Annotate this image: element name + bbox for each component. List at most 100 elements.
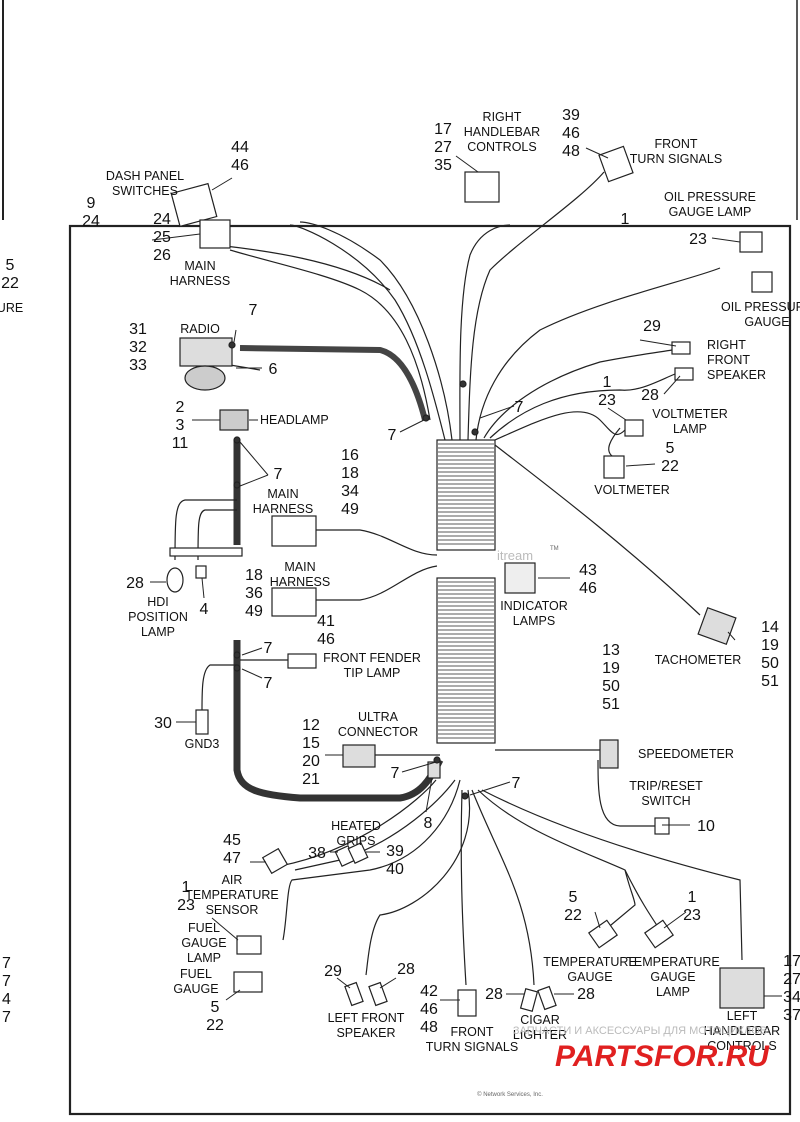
num-29-left: 29 bbox=[324, 963, 342, 980]
num-7-radio: 7 bbox=[249, 302, 258, 319]
label-voltmeter: VOLTMETER bbox=[594, 483, 669, 497]
headlamp-connector bbox=[219, 409, 249, 431]
front-turn-connector-top bbox=[598, 145, 634, 183]
watermark-copyright: © Network Services, Inc. bbox=[477, 1091, 543, 1098]
num-30: 30 bbox=[154, 715, 172, 732]
dash-switch-block bbox=[170, 182, 218, 228]
right-speaker-conn-a bbox=[671, 341, 691, 355]
gnd3-terminal bbox=[195, 709, 209, 735]
radio-unit bbox=[179, 337, 233, 367]
label-headlamp: HEADLAMP bbox=[260, 413, 329, 427]
hdi-bulb bbox=[166, 567, 184, 593]
num-28-cigar-a: 28 bbox=[485, 986, 503, 1003]
speedometer-connector bbox=[599, 739, 619, 769]
num-4: 4 bbox=[200, 601, 209, 618]
watermark-ru-text: ЗАПЧАСТИ И АКСЕССУАРЫ ДЛЯ МОТОЦИКЛОВ bbox=[513, 1025, 767, 1037]
cigar-conn-a bbox=[519, 988, 539, 1012]
right-handlebar-connector bbox=[464, 171, 500, 203]
num-oil-lamp: 23 bbox=[689, 231, 707, 248]
label-edge-ure: URE bbox=[0, 301, 23, 315]
watermark-brand: PARTSFOR.RU bbox=[555, 1040, 770, 1073]
cigar-conn-b bbox=[537, 985, 557, 1011]
label-speedometer: SPEEDOMETER bbox=[638, 747, 734, 761]
num-28-right: 28 bbox=[641, 387, 659, 404]
fuel-lamp-connector bbox=[236, 935, 262, 955]
num-29-right: 29 bbox=[643, 318, 661, 335]
num-8: 8 bbox=[424, 815, 433, 832]
num-7-c: 7 bbox=[274, 466, 283, 483]
left-speaker-conn-a bbox=[344, 981, 364, 1007]
num-1-top: 1 bbox=[621, 211, 630, 228]
label-gnd3: GND3 bbox=[185, 737, 220, 751]
num-28-hdi: 28 bbox=[126, 575, 144, 592]
num-7-d: 7 bbox=[264, 640, 273, 657]
trip-switch-connector bbox=[654, 817, 670, 835]
num-7-b: 7 bbox=[515, 399, 524, 416]
fender-tip-connector bbox=[287, 653, 317, 669]
num-7-f: 7 bbox=[391, 765, 400, 782]
num-7-g: 7 bbox=[512, 775, 521, 792]
num-38: 38 bbox=[308, 845, 326, 862]
oil-gauge-connector bbox=[751, 271, 773, 293]
num-28-left: 28 bbox=[397, 961, 415, 978]
fuel-gauge-connector bbox=[233, 971, 263, 993]
heated-grips-conn-b bbox=[347, 841, 369, 865]
page-frame bbox=[68, 224, 792, 1116]
main-harness-conn-mid bbox=[271, 515, 317, 547]
temp-gauge-connector bbox=[587, 919, 619, 949]
label-radio: RADIO bbox=[180, 322, 220, 336]
ultra-connector bbox=[342, 744, 376, 768]
num-6: 6 bbox=[269, 361, 278, 378]
label-tachometer: TACHOMETER bbox=[655, 653, 742, 667]
oil-lamp-connector bbox=[739, 231, 763, 253]
front-turn-connector-bottom bbox=[457, 989, 477, 1017]
num-10: 10 bbox=[697, 818, 715, 835]
left-handlebar-connector bbox=[719, 967, 765, 1009]
temp-lamp-connector bbox=[643, 919, 675, 949]
